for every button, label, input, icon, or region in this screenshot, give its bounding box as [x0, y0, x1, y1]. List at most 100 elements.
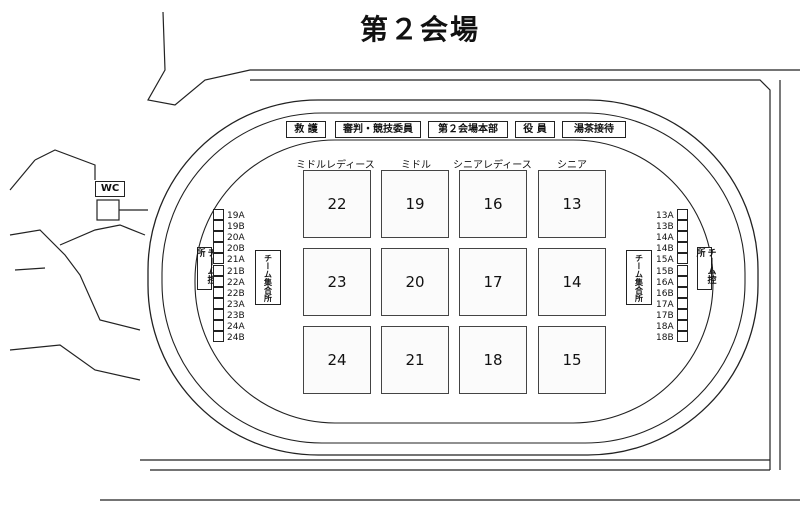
- right-spot-2: 14A: [656, 231, 688, 245]
- spot-marker: [676, 264, 688, 276]
- spot-marker: [213, 253, 224, 265]
- spot-marker: [676, 231, 688, 243]
- right-assembly-team-label: チーム: [634, 253, 644, 278]
- right-assembly-label: 集合所: [634, 277, 644, 302]
- right-spot-1: 13B: [656, 220, 688, 234]
- right-spot-11: 18B: [656, 331, 688, 345]
- spot-label: 17B: [656, 310, 674, 321]
- right-spot-6: 16A: [656, 275, 688, 290]
- spot-label: 13B: [656, 222, 674, 233]
- court-15: 15: [538, 326, 606, 394]
- spot-marker: [213, 209, 224, 220]
- spot-label: 13A: [656, 211, 674, 221]
- spot-label: 22B: [227, 288, 245, 299]
- spot-label: 20B: [227, 244, 245, 255]
- left-spot-11: 24B: [213, 331, 245, 345]
- spot-marker: [213, 308, 224, 320]
- refreshments-box: 湯茶接待: [562, 121, 626, 138]
- spot-marker: [676, 242, 688, 254]
- category-label-middle: ミドル: [401, 160, 431, 171]
- spot-marker: [213, 286, 224, 298]
- right-spot-10: 18A: [656, 320, 688, 334]
- spot-label: 23A: [227, 299, 245, 310]
- spot-marker: [213, 242, 224, 254]
- left-team-waiting-area: チーム控所: [195, 247, 216, 290]
- court-16: 16: [459, 170, 527, 238]
- left-spot-1: 19B: [213, 220, 245, 234]
- right-spot-5: 15B: [656, 264, 688, 279]
- spot-marker: [213, 297, 224, 309]
- spot-marker: [676, 297, 688, 309]
- spot-marker: [213, 331, 224, 343]
- spot-marker: [676, 253, 688, 265]
- category-label-middle-ladies: ミドルレディース: [296, 160, 375, 171]
- left-assembly-label: 集合所: [263, 277, 273, 302]
- left-spot-9: 23B: [213, 308, 245, 323]
- first-aid-box: 救 護: [286, 121, 326, 138]
- spot-label: 18B: [656, 333, 674, 344]
- referee-committee-box: 審判・競技委員: [335, 121, 421, 138]
- left-spot-4: 21A: [213, 253, 245, 267]
- left-assembly-team-label: チーム: [263, 253, 273, 278]
- left-spot-7: 22B: [213, 286, 245, 301]
- court-17: 17: [459, 248, 527, 316]
- spot-label: 22A: [227, 277, 245, 288]
- spot-marker: [213, 231, 224, 243]
- spot-marker: [213, 275, 224, 287]
- right-spot-4: 15A: [656, 253, 688, 267]
- venue-title: 第２会場: [359, 13, 480, 46]
- right-team-waiting-area: チーム控所: [695, 247, 716, 290]
- spot-marker: [676, 331, 688, 343]
- spot-label: 24B: [227, 333, 245, 344]
- spot-marker: [213, 264, 224, 276]
- right-spot-0: 13A: [656, 209, 688, 223]
- spot-marker: [676, 320, 688, 331]
- venue-hq-box: 第２会場本部: [428, 121, 508, 138]
- spot-label: 24A: [227, 322, 245, 332]
- spot-marker: [676, 209, 688, 220]
- court-22: 22: [303, 170, 371, 238]
- court-23: 23: [303, 248, 371, 316]
- court-18: 18: [459, 326, 527, 394]
- right-assembly-area: チーム 集合所: [626, 250, 652, 305]
- spot-marker: [676, 275, 688, 287]
- left-spot-10: 24A: [213, 320, 245, 334]
- wc-label: WC: [95, 181, 125, 197]
- officials-box: 役 員: [515, 121, 555, 138]
- left-spot-0: 19A: [213, 209, 245, 223]
- left-spot-8: 23A: [213, 297, 245, 312]
- spot-label: 14B: [656, 244, 674, 255]
- spot-label: 16B: [656, 288, 674, 299]
- court-14: 14: [538, 248, 606, 316]
- spot-label: 18A: [656, 322, 674, 332]
- court-21: 21: [381, 326, 449, 394]
- spot-label: 14A: [656, 233, 674, 244]
- spot-marker: [676, 308, 688, 320]
- right-spot-3: 14B: [656, 242, 688, 256]
- spot-marker: [676, 286, 688, 298]
- court-20: 20: [381, 248, 449, 316]
- court-24: 24: [303, 326, 371, 394]
- right-spot-9: 17B: [656, 308, 688, 323]
- spot-label: 21A: [227, 255, 245, 266]
- spot-label: 19A: [227, 211, 245, 221]
- court-13: 13: [538, 170, 606, 238]
- spot-label: 21B: [227, 266, 245, 277]
- spot-label: 23B: [227, 310, 245, 321]
- spot-marker: [676, 220, 688, 232]
- category-label-senior: シニア: [557, 160, 587, 171]
- court-19: 19: [381, 170, 449, 238]
- category-label-senior-ladies: シニアレディース: [453, 160, 532, 171]
- spot-label: 15B: [656, 266, 674, 277]
- spot-label: 17A: [656, 299, 674, 310]
- right-spot-7: 16B: [656, 286, 688, 301]
- left-spot-2: 20A: [213, 231, 245, 245]
- left-assembly-area: チーム 集合所: [255, 250, 281, 305]
- spot-label: 20A: [227, 233, 245, 244]
- spot-label: 16A: [656, 277, 674, 288]
- spot-marker: [213, 320, 224, 331]
- spot-label: 19B: [227, 222, 245, 233]
- spot-label: 15A: [656, 255, 674, 266]
- spot-marker: [213, 220, 224, 232]
